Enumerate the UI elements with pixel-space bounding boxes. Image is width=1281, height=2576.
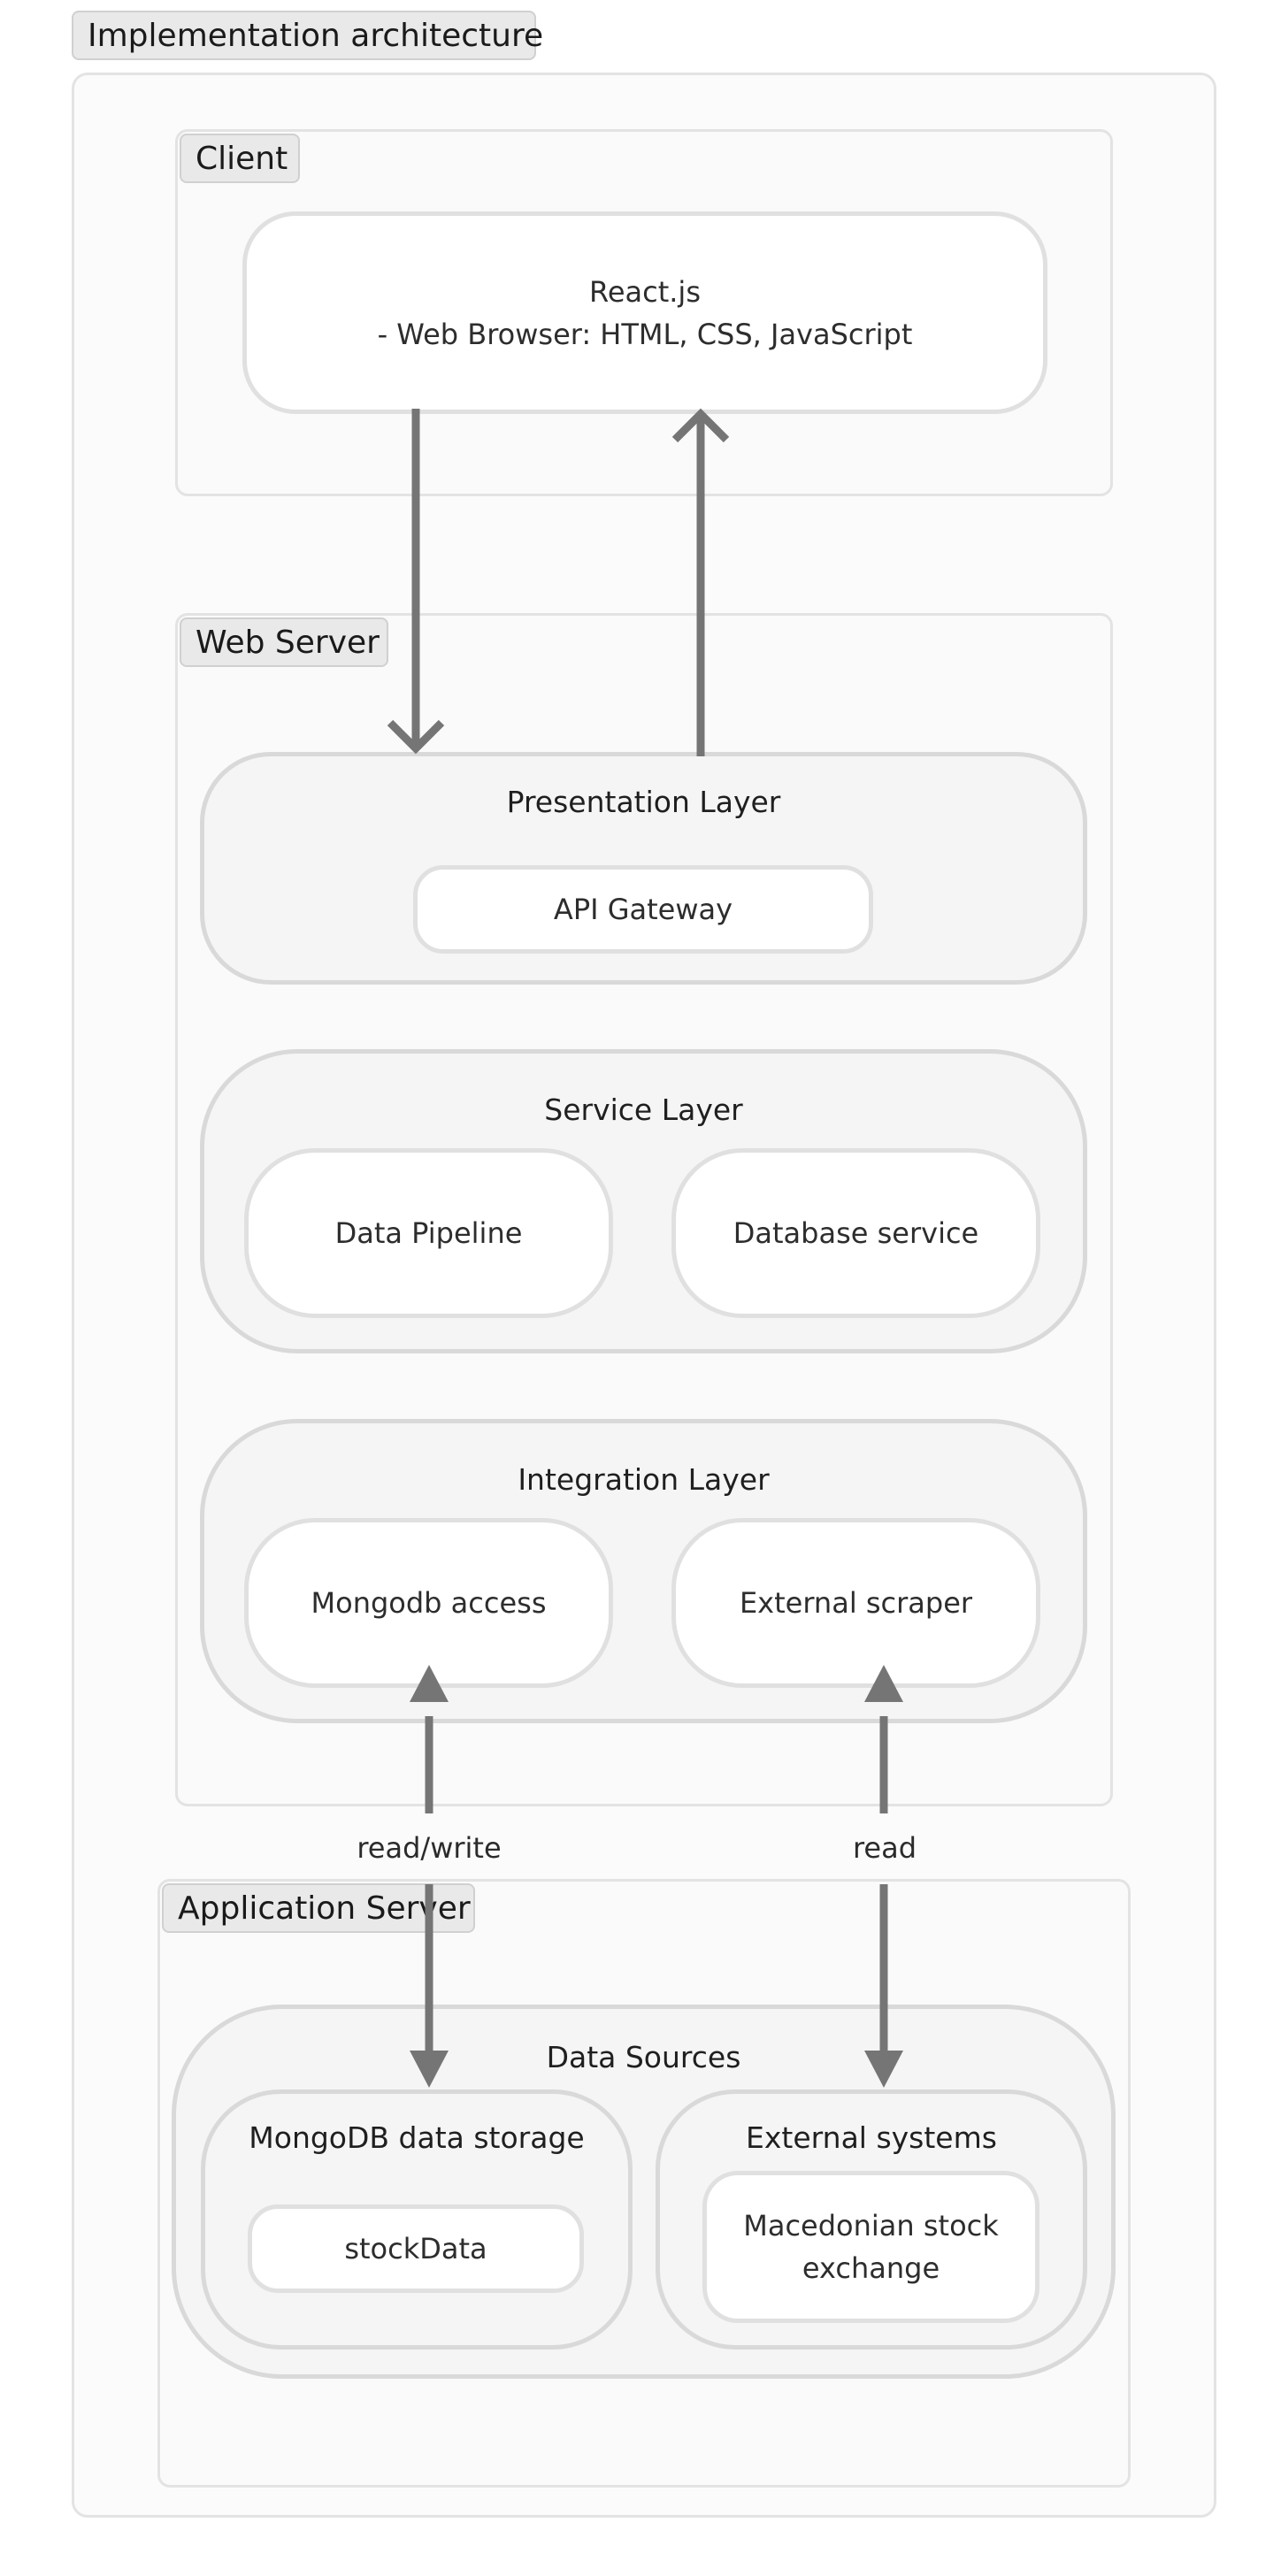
diagram-title: Implementation architecture xyxy=(72,11,543,60)
arrow-read-down-head xyxy=(864,2051,903,2088)
macedonian-stock-exchange-node: Macedonian stock exchange xyxy=(702,2171,1039,2323)
integration-layer-title: Integration Layer xyxy=(518,1462,770,1497)
react-js-detail: - Web Browser: HTML, CSS, JavaScript xyxy=(377,317,913,351)
web-server-label: Web Server xyxy=(180,617,388,667)
read-write-label: read/write xyxy=(357,1831,502,1865)
mongodb-storage-title: MongoDB data storage xyxy=(249,2120,585,2155)
read-label: read xyxy=(852,1831,917,1865)
react-js-title: React.js xyxy=(589,274,701,309)
presentation-layer-title: Presentation Layer xyxy=(506,785,781,819)
react-js-node: React.js - Web Browser: HTML, CSS, JavaS… xyxy=(242,211,1047,414)
client-label: Client xyxy=(180,134,300,183)
mongodb-access-node: Mongodb access xyxy=(244,1518,613,1688)
application-server-label: Application Server xyxy=(162,1883,475,1933)
arrow-read-up-head xyxy=(864,1665,903,1702)
arrow-client-to-presentation-head xyxy=(387,719,445,755)
stockdata-node: stockData xyxy=(248,2204,584,2293)
external-scraper-node: External scraper xyxy=(671,1518,1040,1688)
api-gateway-node: API Gateway xyxy=(413,865,873,954)
data-sources-title: Data Sources xyxy=(546,2040,741,2074)
database-service-node: Database service xyxy=(671,1148,1040,1318)
external-systems-title: External systems xyxy=(746,2120,997,2155)
arrow-read-write-down-head xyxy=(410,2051,449,2088)
arrow-read-write-up-head xyxy=(410,1665,449,1702)
arrow-presentation-to-client-head xyxy=(671,408,730,443)
service-layer-title: Service Layer xyxy=(544,1092,743,1127)
data-pipeline-node: Data Pipeline xyxy=(244,1148,613,1318)
